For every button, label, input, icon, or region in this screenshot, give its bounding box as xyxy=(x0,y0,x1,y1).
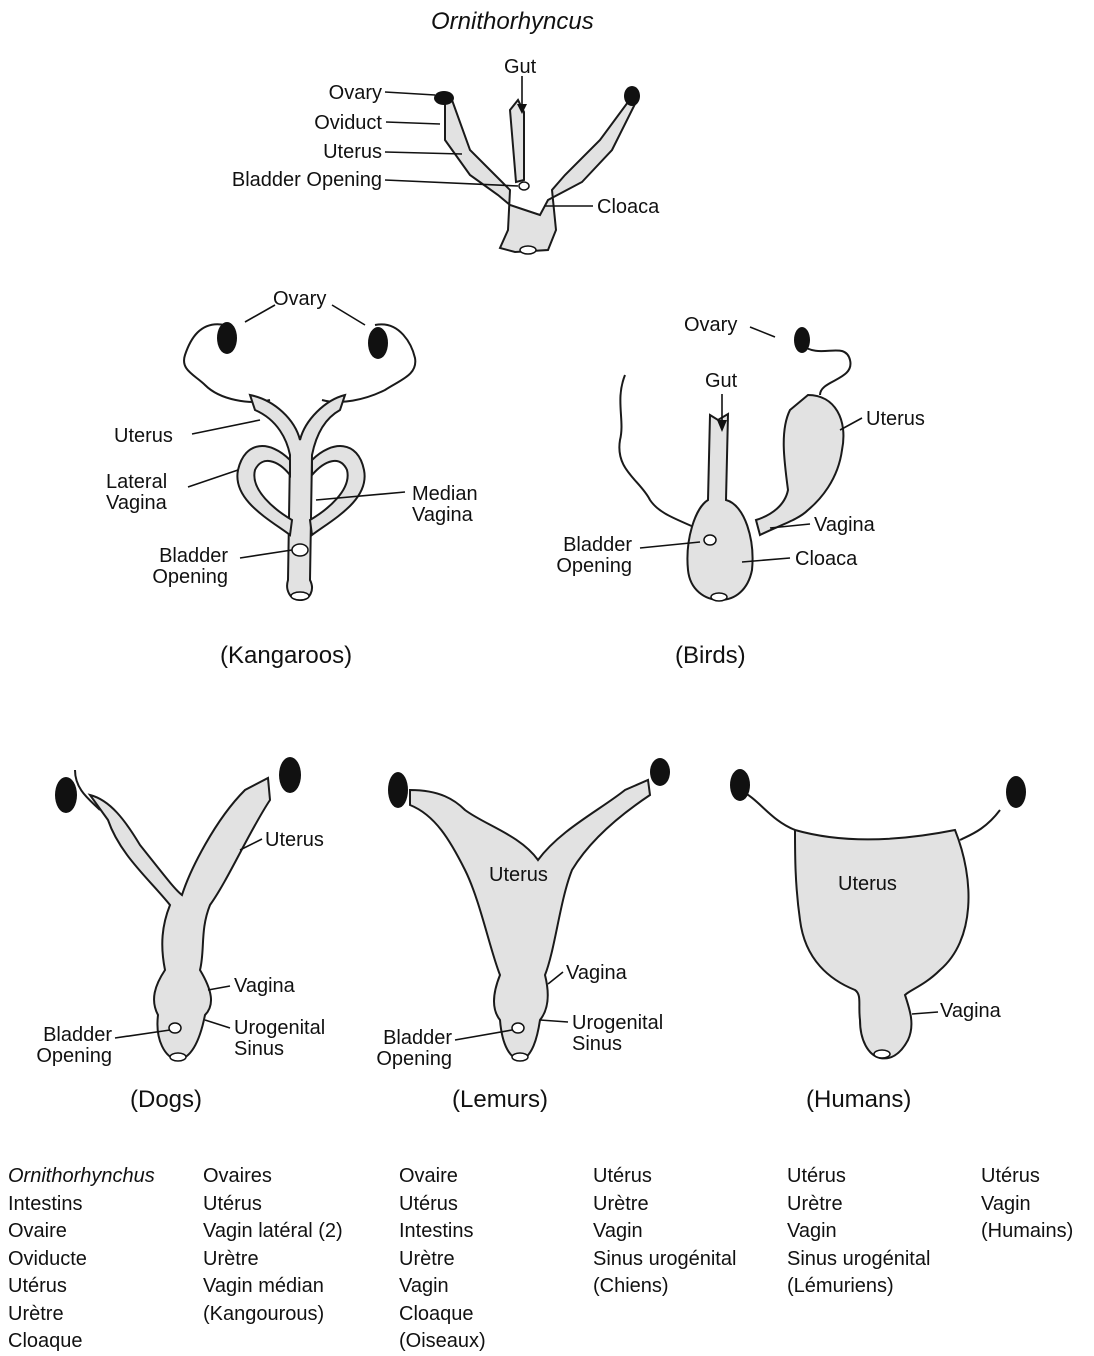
birds-gut-label: Gut xyxy=(705,370,737,392)
legend-column-3: Ovaire Utérus Intestins Urètre Vagin Clo… xyxy=(399,1163,486,1356)
kangaroo-ovary-left xyxy=(217,322,237,354)
humans-caption: (Humans) xyxy=(806,1086,911,1114)
legend-item: (Humains) xyxy=(981,1218,1073,1246)
legend-item: Urètre xyxy=(203,1246,343,1274)
legend-column-5: Utérus Urètre Vagin Sinus urogénital (Lé… xyxy=(787,1163,930,1301)
lemurs-bladder-label-2: Opening xyxy=(350,1048,452,1070)
legend-item: Oviducte xyxy=(8,1246,155,1274)
legend-item: Cloaque xyxy=(399,1301,486,1329)
lemurs-caption: (Lemurs) xyxy=(452,1086,548,1114)
lemurs-ovary-left xyxy=(388,772,408,808)
kangaroo-caption: (Kangaroos) xyxy=(220,642,352,670)
lemurs-sinus-label-2: Sinus xyxy=(572,1033,622,1055)
kangaroo-ovary-right xyxy=(368,327,388,359)
legend-item: Utérus xyxy=(8,1273,155,1301)
humans-ovary-right xyxy=(1006,776,1026,808)
legend-item: Ornithorhynchus xyxy=(8,1163,155,1191)
humans-vagina-label: Vagina xyxy=(940,1000,1001,1022)
lemurs-sinus-label-1: Urogenital xyxy=(572,1012,663,1034)
kangaroo-lateral-vagina-label-1: Lateral xyxy=(106,471,167,493)
platypus-uterus-label: Uterus xyxy=(290,141,382,163)
dogs-vagina-label: Vagina xyxy=(234,975,295,997)
legend-column-4: Utérus Urètre Vagin Sinus urogénital (Ch… xyxy=(593,1163,736,1301)
kangaroo-lateral-vagina-label-2: Vagina xyxy=(106,492,167,514)
legend-item: (Chiens) xyxy=(593,1273,736,1301)
platypus-gut-label: Gut xyxy=(504,56,536,78)
dogs-caption: (Dogs) xyxy=(130,1086,202,1114)
legend-item: Sinus urogénital xyxy=(787,1246,930,1274)
diagram-title: Ornithorhyncus xyxy=(431,8,594,36)
humans-ovary-left xyxy=(730,769,750,801)
platypus-ovary-left xyxy=(434,91,454,105)
legend-item: Utérus xyxy=(981,1163,1073,1191)
dogs-sinus-label-2: Sinus xyxy=(234,1038,284,1060)
legend-item: Cloaque xyxy=(8,1328,155,1356)
legend-item: Urètre xyxy=(787,1191,930,1219)
birds-uterus-label: Uterus xyxy=(866,408,925,430)
birds-ovary xyxy=(794,327,810,353)
legend-column-2: Ovaires Utérus Vagin latéral (2) Urètre … xyxy=(203,1163,343,1328)
platypus-bladder-label: Bladder Opening xyxy=(180,169,382,191)
legend-item: Ovaire xyxy=(399,1163,486,1191)
kangaroo-ovary-label: Ovary xyxy=(273,288,326,310)
kangaroo-bladder-label-2: Opening xyxy=(120,566,228,588)
legend-item: Utérus xyxy=(593,1163,736,1191)
lemurs-bladder-label-1: Bladder xyxy=(350,1027,452,1049)
legend-item: Sinus urogénital xyxy=(593,1246,736,1274)
legend-item: Utérus xyxy=(787,1163,930,1191)
legend-item: Urètre xyxy=(593,1191,736,1219)
legend-item: Vagin xyxy=(399,1273,486,1301)
birds-vagina-label: Vagina xyxy=(814,514,875,536)
dogs-ovary-right xyxy=(279,757,301,793)
birds-caption: (Birds) xyxy=(675,642,746,670)
legend-item: Vagin xyxy=(787,1218,930,1246)
legend-item: (Kangourous) xyxy=(203,1301,343,1329)
legend-column-1: Ornithorhynchus Intestins Ovaire Oviduct… xyxy=(8,1163,155,1356)
legend-item: Ovaires xyxy=(203,1163,343,1191)
dogs-bladder-label-1: Bladder xyxy=(10,1024,112,1046)
legend-item: Intestins xyxy=(399,1218,486,1246)
platypus-cloaca-label: Cloaca xyxy=(597,196,659,218)
lemurs-vagina-label: Vagina xyxy=(566,962,627,984)
platypus-ovary-right xyxy=(624,86,640,106)
legend-item: (Lémuriens) xyxy=(787,1273,930,1301)
legend-item: Ovaire xyxy=(8,1218,155,1246)
kangaroo-median-vagina-label-1: Median xyxy=(412,483,478,505)
legend-item: Vagin xyxy=(981,1191,1073,1219)
humans-uterus-label: Uterus xyxy=(838,873,897,895)
birds-cloaca-label: Cloaca xyxy=(795,548,857,570)
legend-item: (Oiseaux) xyxy=(399,1328,486,1356)
dogs-figure xyxy=(55,757,301,1061)
dogs-ovary-left xyxy=(55,777,77,813)
lemurs-uterus-label: Uterus xyxy=(489,864,548,886)
legend-item: Urètre xyxy=(399,1246,486,1274)
dogs-sinus-label-1: Urogenital xyxy=(234,1017,325,1039)
legend-item: Urètre xyxy=(8,1301,155,1329)
legend-item: Vagin médian xyxy=(203,1273,343,1301)
legend-item: Vagin latéral (2) xyxy=(203,1218,343,1246)
kangaroo-median-vagina-label-2: Vagina xyxy=(412,504,473,526)
kangaroo-uterus-label: Uterus xyxy=(114,425,173,447)
dogs-bladder-label-2: Opening xyxy=(10,1045,112,1067)
birds-ovary-label: Ovary xyxy=(684,314,737,336)
kangaroo-bladder-label-1: Bladder xyxy=(120,545,228,567)
legend-item: Intestins xyxy=(8,1191,155,1219)
platypus-ovary-label: Ovary xyxy=(300,82,382,104)
legend-item: Utérus xyxy=(399,1191,486,1219)
legend-item: Vagin xyxy=(593,1218,736,1246)
dogs-uterus-label: Uterus xyxy=(265,829,324,851)
birds-bladder-label-2: Opening xyxy=(530,555,632,577)
lemurs-ovary-right xyxy=(650,758,670,786)
legend-item: Utérus xyxy=(203,1191,343,1219)
platypus-oviduct-label: Oviduct xyxy=(290,112,382,134)
legend-column-6: Utérus Vagin (Humains) xyxy=(981,1163,1073,1246)
birds-bladder-label-1: Bladder xyxy=(530,534,632,556)
platypus-figure xyxy=(385,76,640,254)
